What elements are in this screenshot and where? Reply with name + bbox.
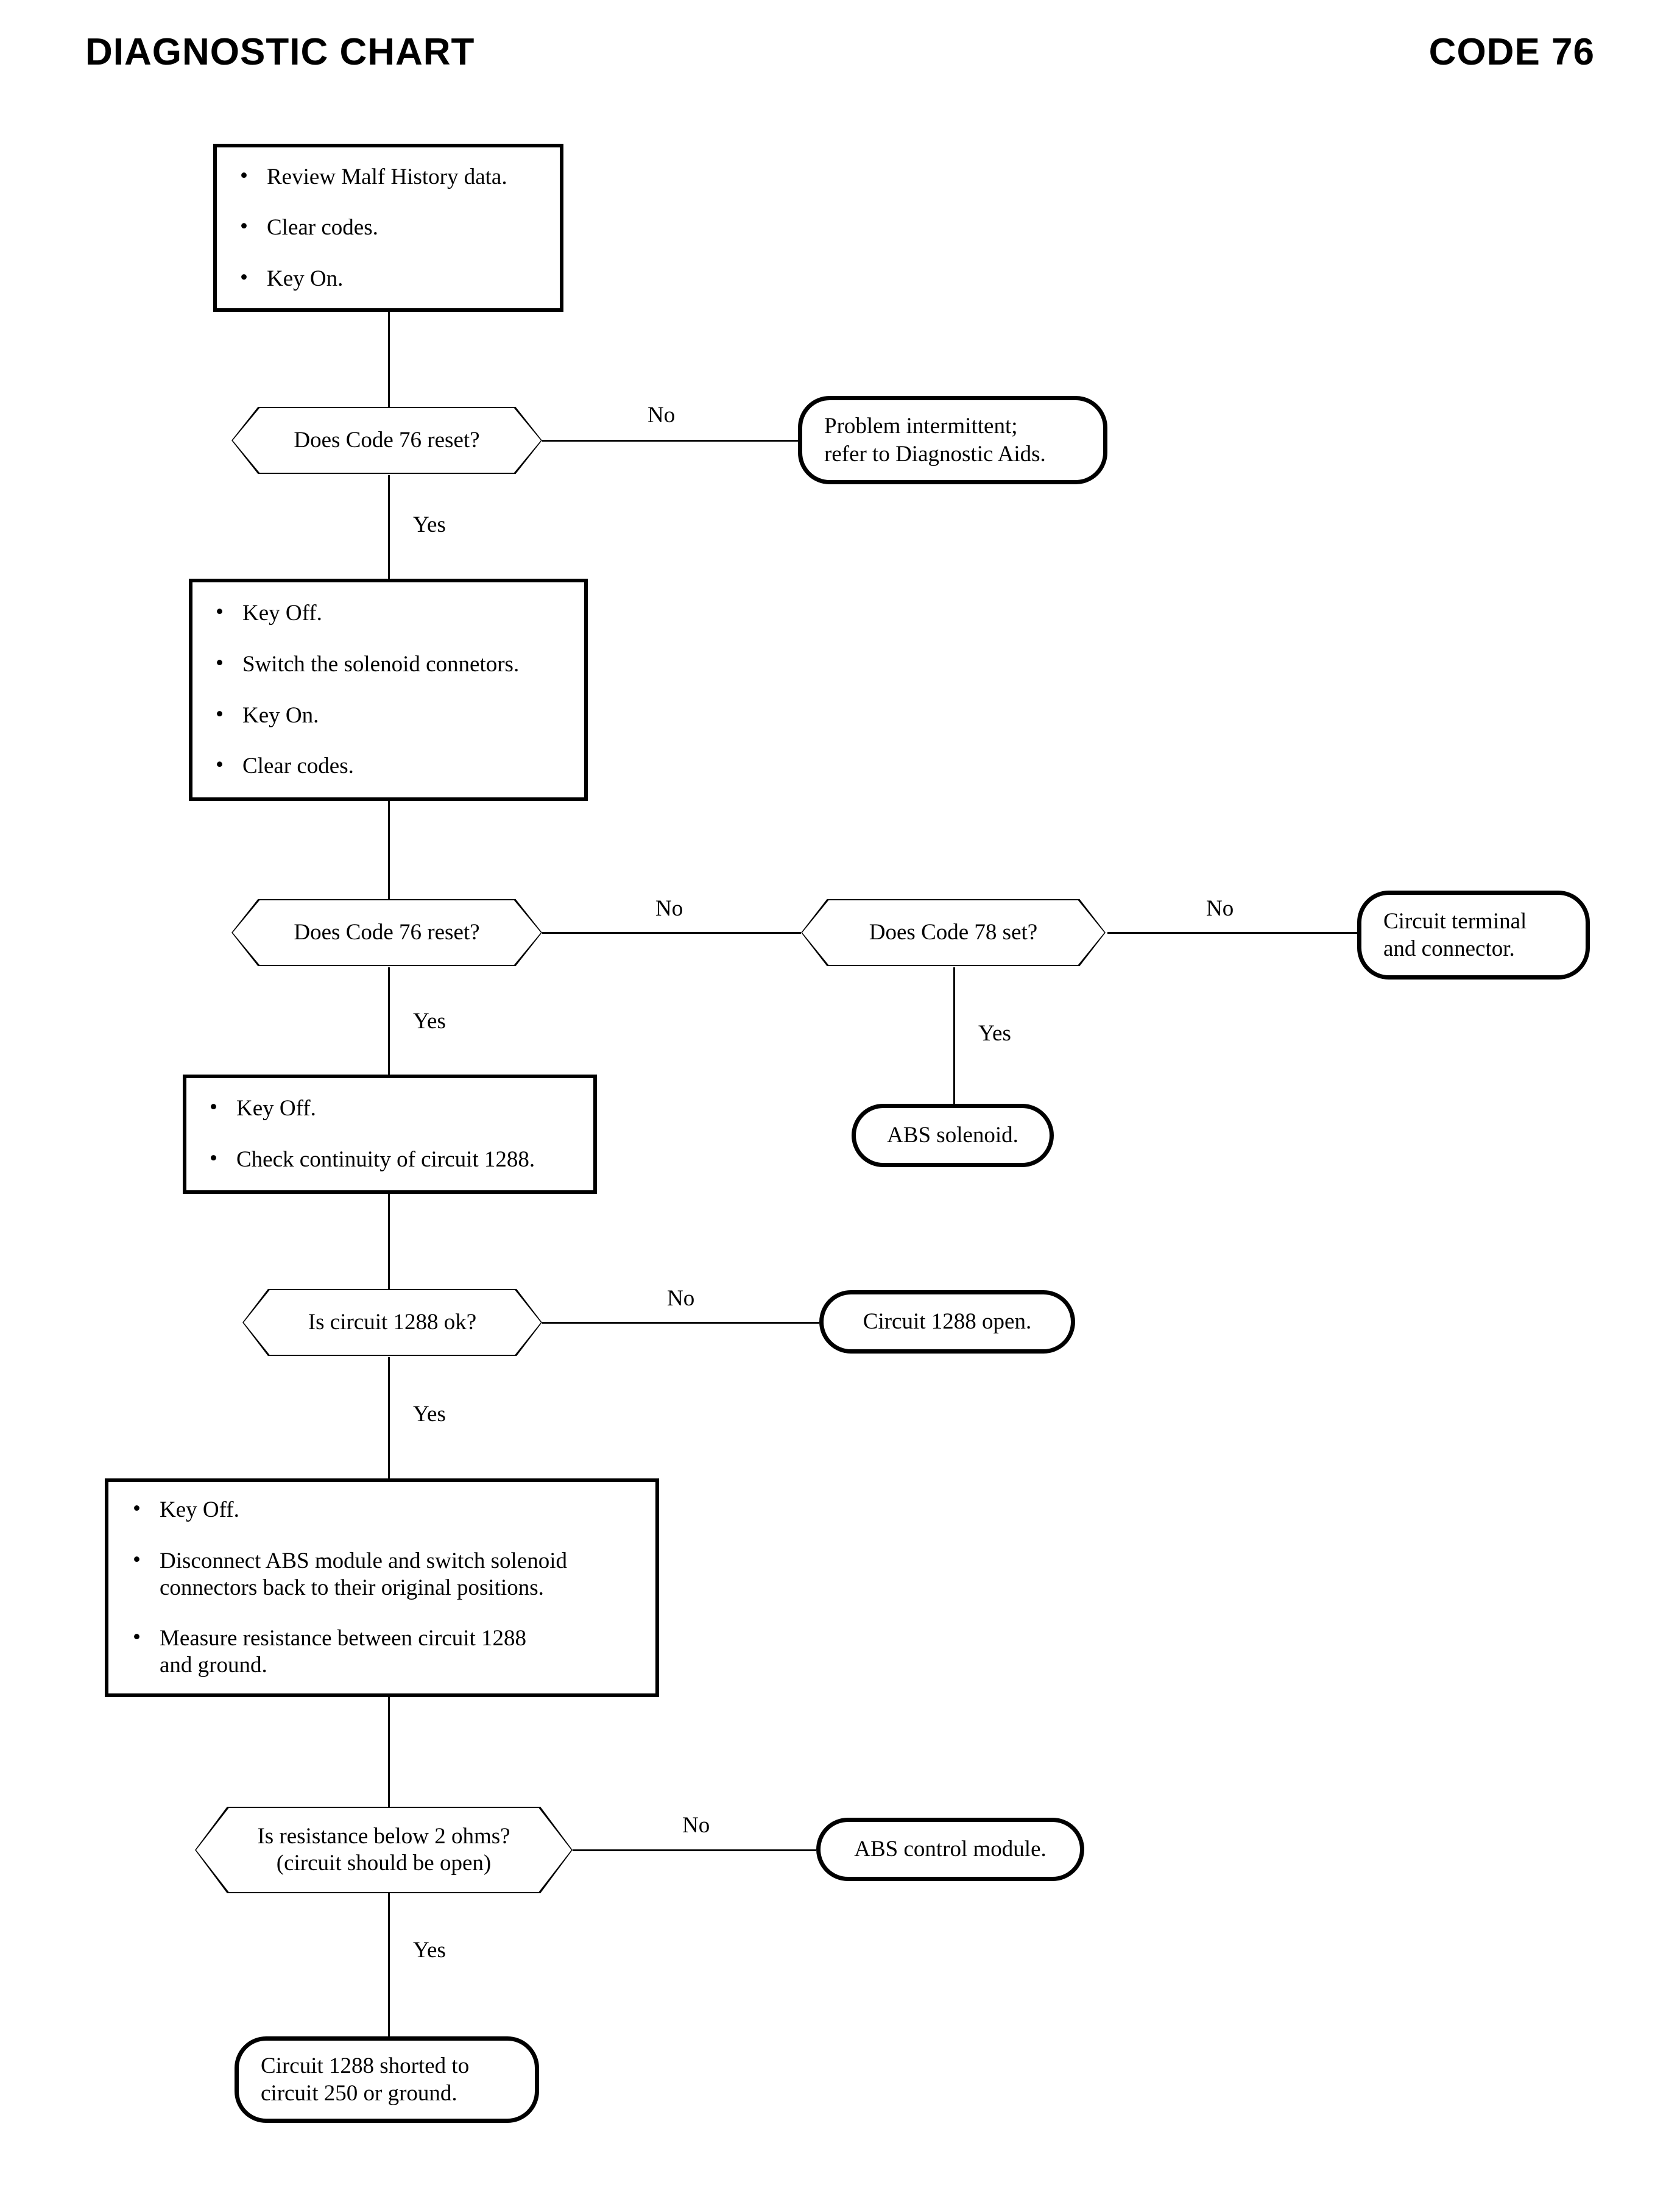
edge-label-yes-5: Yes: [413, 1938, 446, 1963]
terminal-text: Circuit 1288 shorted to circuit 250 or g…: [239, 2052, 487, 2107]
decision-does-code-76-reset-1: Does Code 76 reset?: [231, 407, 542, 474]
connector-step2-dec2: [388, 801, 390, 905]
decision-does-code-76-reset-2: Does Code 76 reset?: [231, 899, 542, 966]
edge-label-yes-4: Yes: [413, 1402, 446, 1427]
edge-label-no-3: No: [1206, 896, 1234, 921]
code-label: CODE 76: [1428, 31, 1595, 73]
bullet-item: Review Malf History data.: [229, 163, 548, 191]
terminal-line: Circuit 1288 shorted to: [261, 2053, 470, 2078]
terminal-text: Circuit terminal and connector.: [1361, 908, 1545, 962]
terminal-text: Problem intermittent; refer to Diagnosti…: [802, 412, 1064, 467]
bullet-item: Key Off.: [199, 1094, 581, 1122]
terminal-line: Circuit terminal: [1383, 908, 1527, 934]
terminal-line: and connector.: [1383, 936, 1515, 961]
decision-label: Is circuit 1288 ok?: [308, 1309, 477, 1335]
decision-label: Does Code 78 set?: [869, 919, 1038, 945]
edge-label-no-1: No: [648, 403, 676, 428]
connector-dec3-term2: [1107, 932, 1357, 934]
bullet-line: Key Off.: [160, 1497, 239, 1523]
edge-label-no-2: No: [655, 896, 683, 921]
bullet-line: connectors back to their original positi…: [160, 1575, 544, 1600]
terminal-line: ABS solenoid.: [887, 1123, 1018, 1148]
process-box-step1: Review Malf History data. Clear codes. K…: [213, 144, 563, 312]
process-box-step3: Key Off. Check continuity of circuit 128…: [183, 1075, 597, 1194]
decision-label: Does Code 76 reset?: [294, 427, 480, 453]
edge-label-no-5: No: [682, 1813, 710, 1838]
hexagon-fill: [802, 900, 1104, 965]
bullet-item: Disconnect ABS module and switch solenoi…: [122, 1547, 642, 1601]
bullet-item: Measure resistance between circuit 1288 …: [122, 1624, 642, 1678]
bullet-item: Key On.: [229, 264, 548, 292]
hexagon-fill: [196, 1808, 571, 1892]
bullet-item: Clear codes.: [205, 752, 572, 780]
decision-is-resistance-below-2-ohms: Is resistance below 2 ohms? (circuit sho…: [195, 1807, 573, 1893]
bullet-item: Key On.: [205, 701, 572, 729]
terminal-line: refer to Diagnostic Aids.: [824, 441, 1046, 467]
decision-does-code-78-set: Does Code 78 set?: [801, 899, 1106, 966]
edge-label-yes-3: Yes: [978, 1021, 1011, 1046]
terminal-abs-solenoid: ABS solenoid.: [852, 1104, 1054, 1167]
connector-dec3-term3: [953, 967, 955, 1105]
terminal-text: Circuit 1288 open.: [824, 1308, 1071, 1335]
bullet-line: Measure resistance between circuit 1288: [160, 1626, 527, 1651]
edge-label-no-4: No: [667, 1286, 695, 1311]
terminal-problem-intermittent: Problem intermittent; refer to Diagnosti…: [798, 396, 1107, 484]
connector-step3-dec4: [388, 1194, 390, 1294]
page-title: DIAGNOSTIC CHART: [85, 31, 475, 73]
hexagon-fill: [233, 900, 541, 965]
connector-dec2-dec3: [542, 932, 801, 934]
connector-dec4-term4: [542, 1322, 819, 1324]
bullet-line: and ground.: [160, 1652, 267, 1678]
bullet-item: Switch the solenoid connetors.: [205, 650, 572, 678]
terminal-text: ABS control module.: [821, 1835, 1080, 1863]
edge-label-yes-1: Yes: [413, 512, 446, 537]
terminal-circuit-1288-open: Circuit 1288 open.: [819, 1290, 1075, 1354]
terminal-abs-control-module: ABS control module.: [816, 1818, 1084, 1881]
connector-dec1-step2: [388, 475, 390, 579]
process-box-step2: Key Off. Switch the solenoid connetors. …: [189, 579, 588, 801]
hexagon-fill: [233, 408, 541, 473]
terminal-text: ABS solenoid.: [856, 1121, 1050, 1149]
bullet-line: Disconnect ABS module and switch solenoi…: [160, 1548, 568, 1574]
decision-line: Is resistance below 2 ohms?: [257, 1823, 510, 1849]
decision-label: Is resistance below 2 ohms? (circuit sho…: [249, 1823, 518, 1877]
connector-dec1-term1: [542, 440, 798, 442]
bullet-item: Key Off.: [205, 599, 572, 627]
connector-dec4-step4: [388, 1357, 390, 1479]
bullet-item: Key Off.: [122, 1495, 642, 1523]
decision-label: Does Code 76 reset?: [294, 919, 480, 945]
terminal-circuit-terminal-and-connector: Circuit terminal and connector.: [1357, 891, 1590, 980]
connector-dec5-term6: [388, 1893, 390, 2036]
connector-step4-dec5: [388, 1697, 390, 1807]
terminal-line: Problem intermittent;: [824, 414, 1018, 439]
connector-dec2-step3: [388, 967, 390, 1075]
connector-step1-dec1: [388, 312, 390, 412]
bullet-item: Check continuity of circuit 1288.: [199, 1145, 581, 1173]
terminal-line: circuit 250 or ground.: [261, 2081, 457, 2106]
terminal-circuit-1288-shorted: Circuit 1288 shorted to circuit 250 or g…: [235, 2036, 539, 2123]
connector-dec5-term5: [573, 1849, 816, 1851]
terminal-line: ABS control module.: [854, 1837, 1046, 1862]
edge-label-yes-2: Yes: [413, 1009, 446, 1034]
decision-is-circuit-1288-ok: Is circuit 1288 ok?: [242, 1289, 542, 1356]
bullet-item: Clear codes.: [229, 213, 548, 241]
hexagon-fill: [244, 1290, 541, 1355]
decision-line: (circuit should be open): [276, 1851, 492, 1876]
process-box-step4: Key Off. Disconnect ABS module and switc…: [105, 1478, 659, 1697]
terminal-line: Circuit 1288 open.: [863, 1309, 1032, 1335]
